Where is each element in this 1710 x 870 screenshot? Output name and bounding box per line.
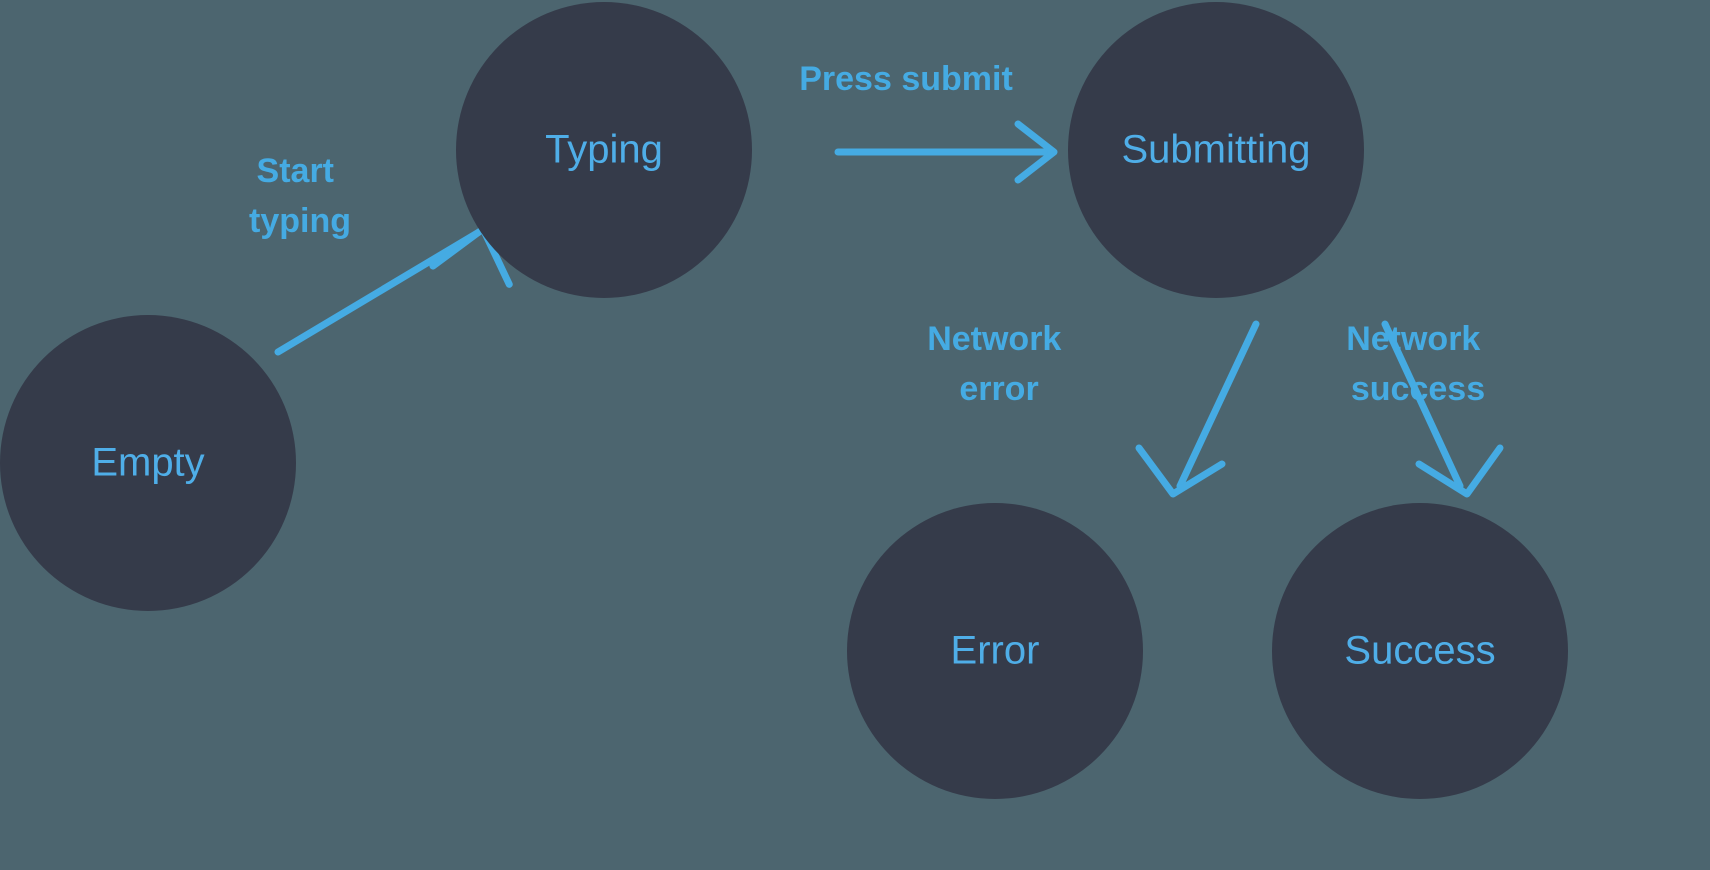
state-circle-empty bbox=[0, 315, 296, 611]
edge-label-network-error-line-2: error bbox=[959, 370, 1038, 408]
state-label-submitting: Submitting bbox=[1122, 128, 1311, 172]
state-circle-typing bbox=[456, 2, 752, 298]
state-node-success[interactable]: Success bbox=[1272, 503, 1568, 799]
edge-label-press-submit: Press submit bbox=[799, 60, 1013, 98]
edge-label-network-error-line-1: Network bbox=[927, 320, 1061, 358]
edge-label-network-success-line-1: Network bbox=[1346, 320, 1480, 358]
state-node-typing[interactable]: Typing bbox=[456, 2, 752, 298]
state-label-typing: Typing bbox=[545, 128, 663, 172]
state-node-submitting[interactable]: Submitting bbox=[1068, 2, 1364, 298]
state-node-error[interactable]: Error bbox=[847, 503, 1143, 799]
edge-label-start-typing: Start typing bbox=[249, 152, 351, 240]
edge-network-success-arrowhead bbox=[1415, 444, 1504, 498]
edge-label-network-error: Network error bbox=[927, 320, 1071, 408]
edge-network-error-line bbox=[1176, 320, 1260, 490]
edge-press-submit[interactable] bbox=[834, 120, 1058, 184]
edge-press-submit-arrowhead bbox=[1014, 120, 1058, 184]
edge-network-error-arrowhead bbox=[1135, 444, 1226, 498]
state-circle-success bbox=[1272, 503, 1568, 799]
edge-label-start-typing-line-1: Start bbox=[257, 152, 334, 190]
edge-start-typing[interactable] bbox=[274, 225, 514, 356]
edge-network-success-line bbox=[1381, 320, 1464, 490]
edge-label-network-success: Network success bbox=[1346, 320, 1490, 408]
state-label-empty: Empty bbox=[91, 441, 204, 485]
edge-start-typing-line bbox=[274, 228, 483, 356]
edge-network-success[interactable] bbox=[1381, 320, 1504, 498]
edge-network-error[interactable] bbox=[1135, 320, 1260, 498]
edge-label-network-success-line-2: success bbox=[1351, 370, 1485, 408]
state-label-error: Error bbox=[951, 629, 1040, 673]
state-node-empty[interactable]: Empty bbox=[0, 315, 296, 611]
edge-label-press-submit-line-1: Press submit bbox=[799, 60, 1013, 98]
state-circle-error bbox=[847, 503, 1143, 799]
state-circle-submitting bbox=[1068, 2, 1364, 298]
state-label-success: Success bbox=[1344, 629, 1495, 673]
edge-label-start-typing-line-2: typing bbox=[249, 202, 351, 240]
